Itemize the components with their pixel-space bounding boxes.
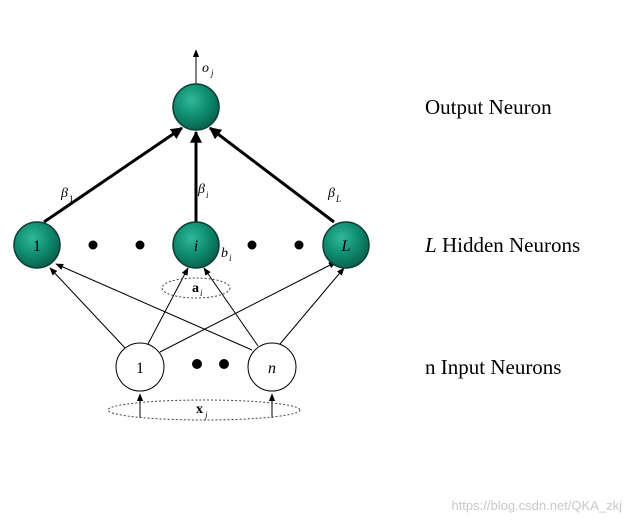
hidden-neuron-L: [322, 221, 370, 269]
hidden-layer-label: L Hidden Neurons: [424, 233, 580, 257]
edge-input1-hiddeni: [147, 267, 189, 345]
a-vector-subscript: i: [200, 288, 203, 298]
output-layer-label: Output Neuron: [425, 95, 552, 119]
hidden-ellipsis-dot: [247, 240, 257, 250]
beta-1-subscript: 1: [69, 194, 74, 204]
input-neuron-n: [247, 342, 297, 392]
bias-subscript: i: [229, 253, 232, 263]
hidden-ellipsis-dot: [88, 240, 98, 250]
hidden-layer-text: Hidden Neurons: [437, 233, 580, 257]
hidden-neuron-L-label: L: [341, 238, 351, 255]
beta-L-label: β: [327, 186, 335, 201]
input-ellipsis-dot: [192, 359, 202, 369]
input-layer-label: n Input Neurons: [425, 355, 561, 379]
edge-hiddenL-output: [209, 126, 335, 224]
edge-input1-hiddenL: [159, 261, 337, 353]
hidden-ellipsis-dot: [294, 240, 304, 250]
bias-label: b: [221, 246, 228, 261]
output-neuron: [172, 83, 220, 131]
edge-input1-hidden1: [49, 267, 127, 350]
edge-inputn-hidden1: [55, 263, 253, 351]
x-vector-subscript: j: [204, 410, 208, 420]
hidden-neuron-i-label: i: [194, 238, 198, 255]
x-vector-ellipse: [107, 399, 301, 421]
input-neuron-1: [115, 342, 165, 392]
hidden-neuron-1-label: 1: [33, 238, 41, 255]
beta-i-subscript: i: [206, 190, 209, 200]
edge-inputn-hiddeni: [203, 267, 259, 347]
beta-i-label: β: [197, 182, 205, 197]
input-ellipsis-dot: [219, 359, 229, 369]
input-neuron-n-label: n: [268, 360, 276, 377]
output-label-subscript: j: [210, 68, 214, 78]
a-vector-label: a: [192, 281, 199, 296]
hidden-layer-count: L: [424, 233, 437, 257]
watermark: https://blog.csdn.net/QKA_zkj: [451, 498, 622, 513]
edge-hidden1-output: [43, 126, 183, 224]
edge-inputn-hiddenL: [279, 267, 345, 345]
hidden-neuron-1: [13, 221, 61, 269]
output-label: o: [202, 61, 209, 76]
x-vector-label: x: [196, 402, 203, 417]
beta-L-subscript: L: [335, 194, 341, 204]
a-vector-ellipse: [161, 277, 231, 299]
hidden-ellipsis-dot: [135, 240, 145, 250]
input-neuron-1-label: 1: [136, 360, 144, 377]
hidden-neuron-i: [172, 221, 220, 269]
beta-1-label: β: [60, 186, 68, 201]
